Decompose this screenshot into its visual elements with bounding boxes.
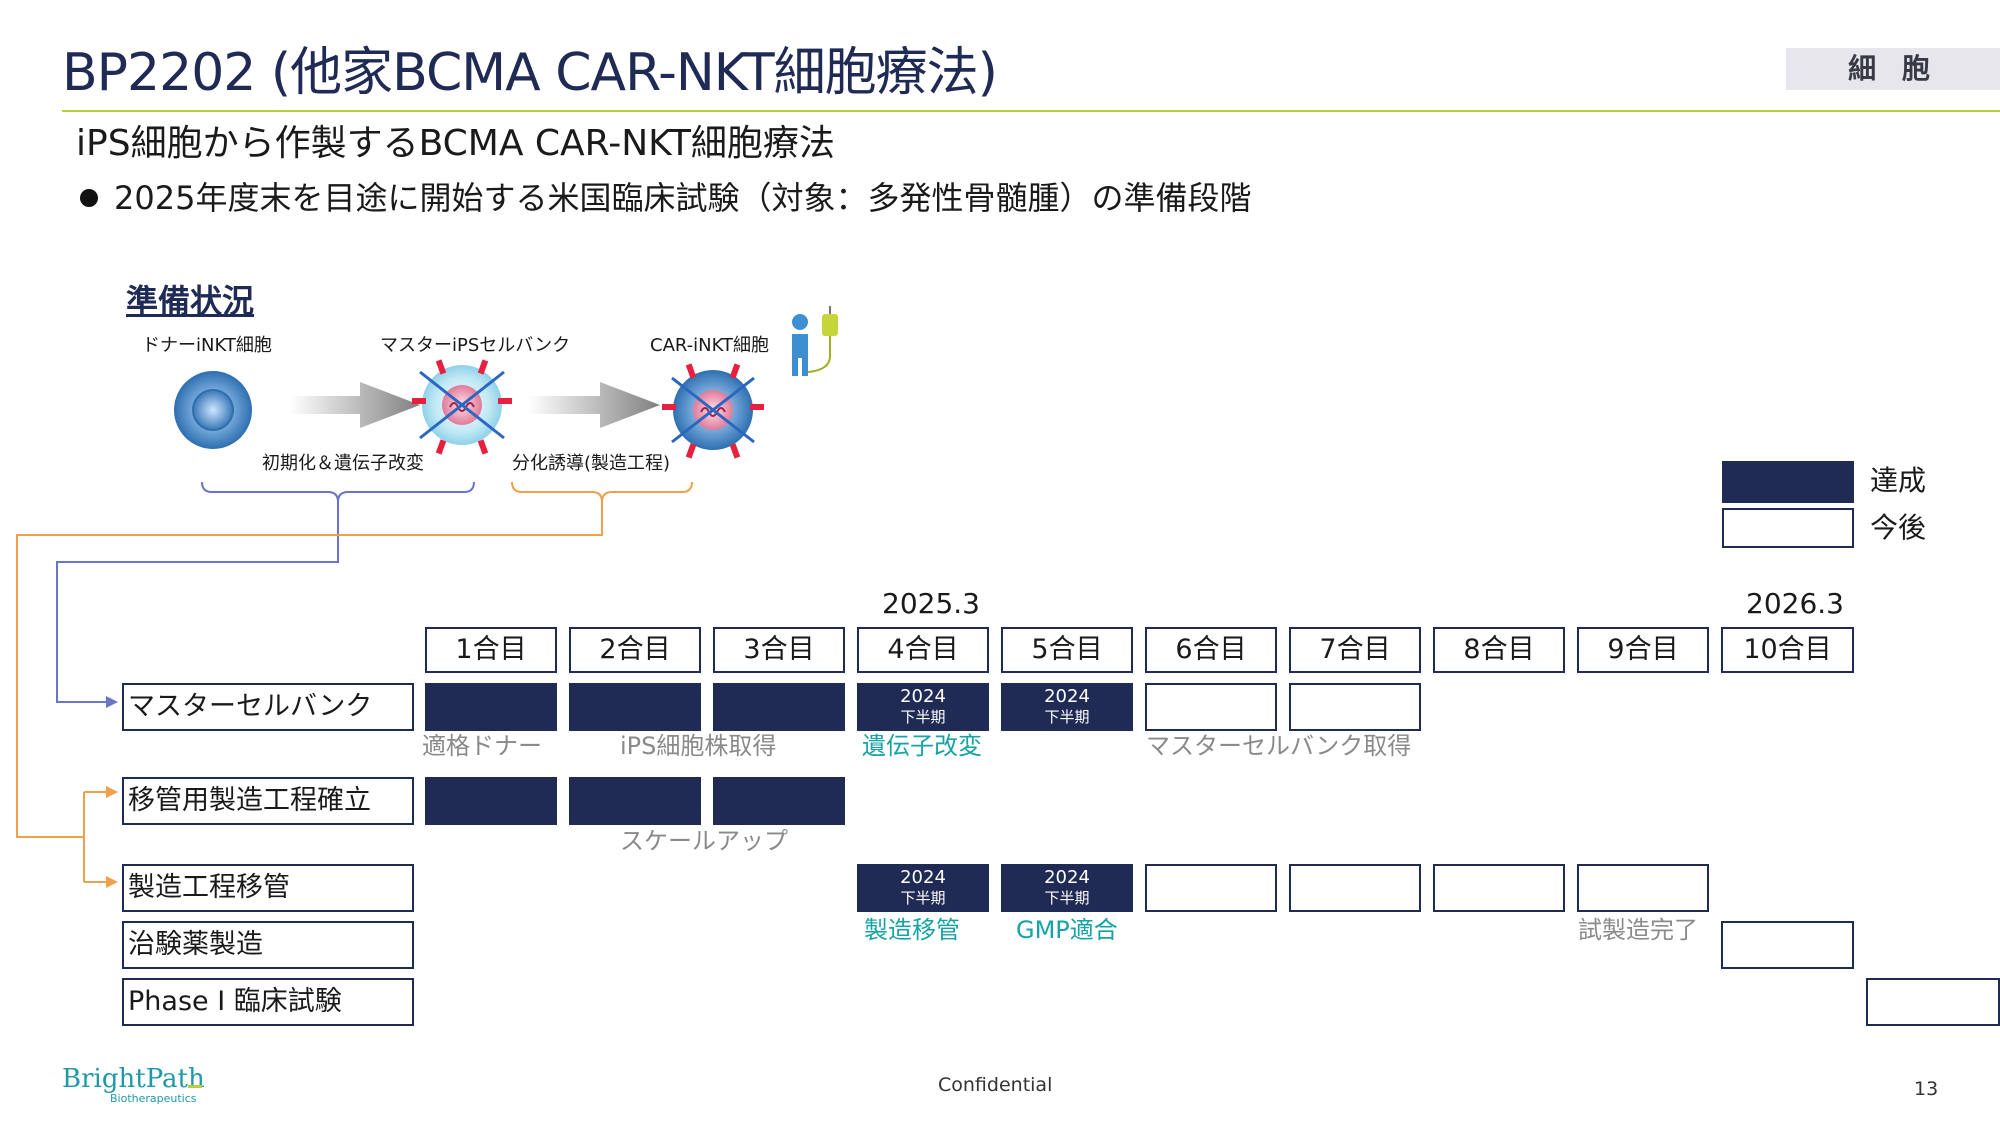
note-trial-production-done: 試製造完了	[1578, 916, 1698, 944]
subtitle: iPS細胞から作製するBCMA CAR-NKT細胞療法	[76, 123, 835, 164]
cell-mcb-m1	[425, 683, 557, 731]
note-mcb-acquired: マスターセルバンク取得	[1146, 732, 1412, 760]
title-divider	[62, 110, 2000, 112]
ips-cell-icon	[412, 359, 512, 455]
month-9: 9合目	[1577, 627, 1709, 673]
note-scale-up: スケールアップ	[620, 827, 788, 855]
legend-done-label: 達成	[1870, 464, 1927, 497]
patient-iv-icon	[792, 306, 838, 376]
cell-mcb-m2	[569, 683, 701, 731]
half-period-label: 下半期	[1044, 889, 1090, 907]
legend-done-swatch	[1722, 461, 1854, 503]
half-year-label: 2024	[900, 686, 946, 707]
cell-pt-m8	[1433, 864, 1565, 912]
row-label-investigational-drug: 治験薬製造	[122, 921, 414, 969]
cell-pt-m5: 2024 下半期	[1001, 864, 1133, 912]
bullet-text: 2025年度末を目途に開始する米国臨床試験（対象：多発性骨髄腫）の準備段階	[114, 179, 1252, 217]
half-year-label: 2024	[1044, 686, 1090, 707]
company-logo-sub: Biotherapeutics	[110, 1092, 197, 1105]
cell-mcb-m7	[1289, 683, 1421, 731]
page-number: 13	[1914, 1078, 1939, 1100]
month-6: 6合目	[1145, 627, 1277, 673]
cell-pt-m7	[1289, 864, 1421, 912]
car-inkt-cell-icon	[662, 363, 764, 459]
bullet-dot	[80, 189, 98, 207]
confidential-label: Confidential	[938, 1074, 1053, 1096]
process-arrow-2	[528, 382, 660, 428]
note-eligible-donor: 適格ドナー	[422, 732, 542, 760]
cell-pt-m9	[1577, 864, 1709, 912]
row-label-transfer-process: 移管用製造工程確立	[122, 777, 414, 825]
row-label-phase1-trial: Phase I 臨床試験	[122, 978, 414, 1026]
cell-mcb-m4: 2024 下半期	[857, 683, 989, 731]
cell-label-master-ips: マスターiPSセルバンク	[380, 335, 571, 356]
half-period-label: 下半期	[900, 889, 946, 907]
half-year-label: 2024	[900, 867, 946, 888]
cell-id-m10	[1721, 921, 1854, 969]
month-8: 8合目	[1433, 627, 1565, 673]
cell-mcb-m6	[1145, 683, 1277, 731]
brace-differentiation	[511, 481, 693, 503]
year-mark-2026: 2026.3	[1746, 587, 1844, 620]
month-5: 5合目	[1001, 627, 1133, 673]
cell-label-donor: ドナーiNKT細胞	[142, 335, 272, 356]
year-mark-2025: 2025.3	[882, 587, 980, 620]
legend-todo-label: 今後	[1870, 511, 1927, 544]
connector-reprogramming	[56, 502, 339, 703]
cell-pt-m6	[1145, 864, 1277, 912]
company-logo: BrightPath	[62, 1064, 205, 1094]
half-year-label: 2024	[1044, 867, 1090, 888]
cell-mcb-m5: 2024 下半期	[1001, 683, 1133, 731]
cell-label-car-inkt: CAR-iNKT細胞	[650, 335, 770, 356]
donor-cell-icon	[174, 371, 252, 449]
prep-heading: 準備状況	[126, 282, 255, 320]
note-manufacturing-transfer: 製造移管	[864, 916, 960, 944]
month-4: 4合目	[857, 627, 989, 673]
category-tag: 細 胞	[1786, 48, 2000, 90]
connector-differentiation	[16, 502, 603, 838]
month-2: 2合目	[569, 627, 701, 673]
half-period-label: 下半期	[1044, 708, 1090, 726]
note-gene-modification: 遺伝子改変	[862, 732, 982, 760]
note-gmp-compliance: GMP適合	[1016, 916, 1118, 944]
half-period-label: 下半期	[900, 708, 946, 726]
step-label-reprogramming: 初期化＆遺伝子改変	[262, 453, 424, 474]
step-label-differentiation: 分化誘導(製造工程)	[512, 453, 671, 474]
row-label-process-transfer: 製造工程移管	[122, 864, 414, 912]
month-7: 7合目	[1289, 627, 1421, 673]
note-ips-acquired: iPS細胞株取得	[620, 732, 777, 760]
cell-phase1-beyond	[1866, 978, 2000, 1026]
process-arrow-1	[290, 382, 420, 428]
row-label-master-cell-bank: マスターセルバンク	[122, 683, 414, 731]
brace-reprogramming	[201, 481, 475, 503]
cell-tp-m2	[569, 777, 701, 825]
month-1: 1合目	[425, 627, 557, 673]
page-title: BP2202 (他家BCMA CAR-NKT細胞療法)	[62, 43, 998, 103]
logo-accent	[188, 1085, 202, 1088]
cell-tp-m1	[425, 777, 557, 825]
cell-tp-m3	[713, 777, 845, 825]
cell-pt-m4: 2024 下半期	[857, 864, 989, 912]
legend-todo-swatch	[1722, 508, 1854, 548]
cell-mcb-m3	[713, 683, 845, 731]
month-3: 3合目	[713, 627, 845, 673]
month-10: 10合目	[1721, 627, 1854, 673]
